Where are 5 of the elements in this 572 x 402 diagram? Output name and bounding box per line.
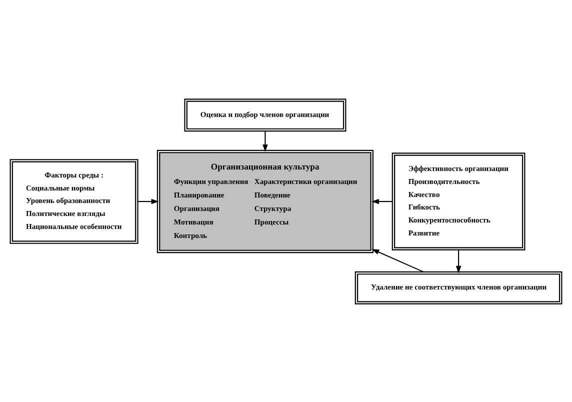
arrow <box>262 130 268 152</box>
arrow <box>456 249 462 273</box>
arrow <box>138 198 159 204</box>
arrow <box>372 248 424 272</box>
arrow <box>371 198 392 204</box>
